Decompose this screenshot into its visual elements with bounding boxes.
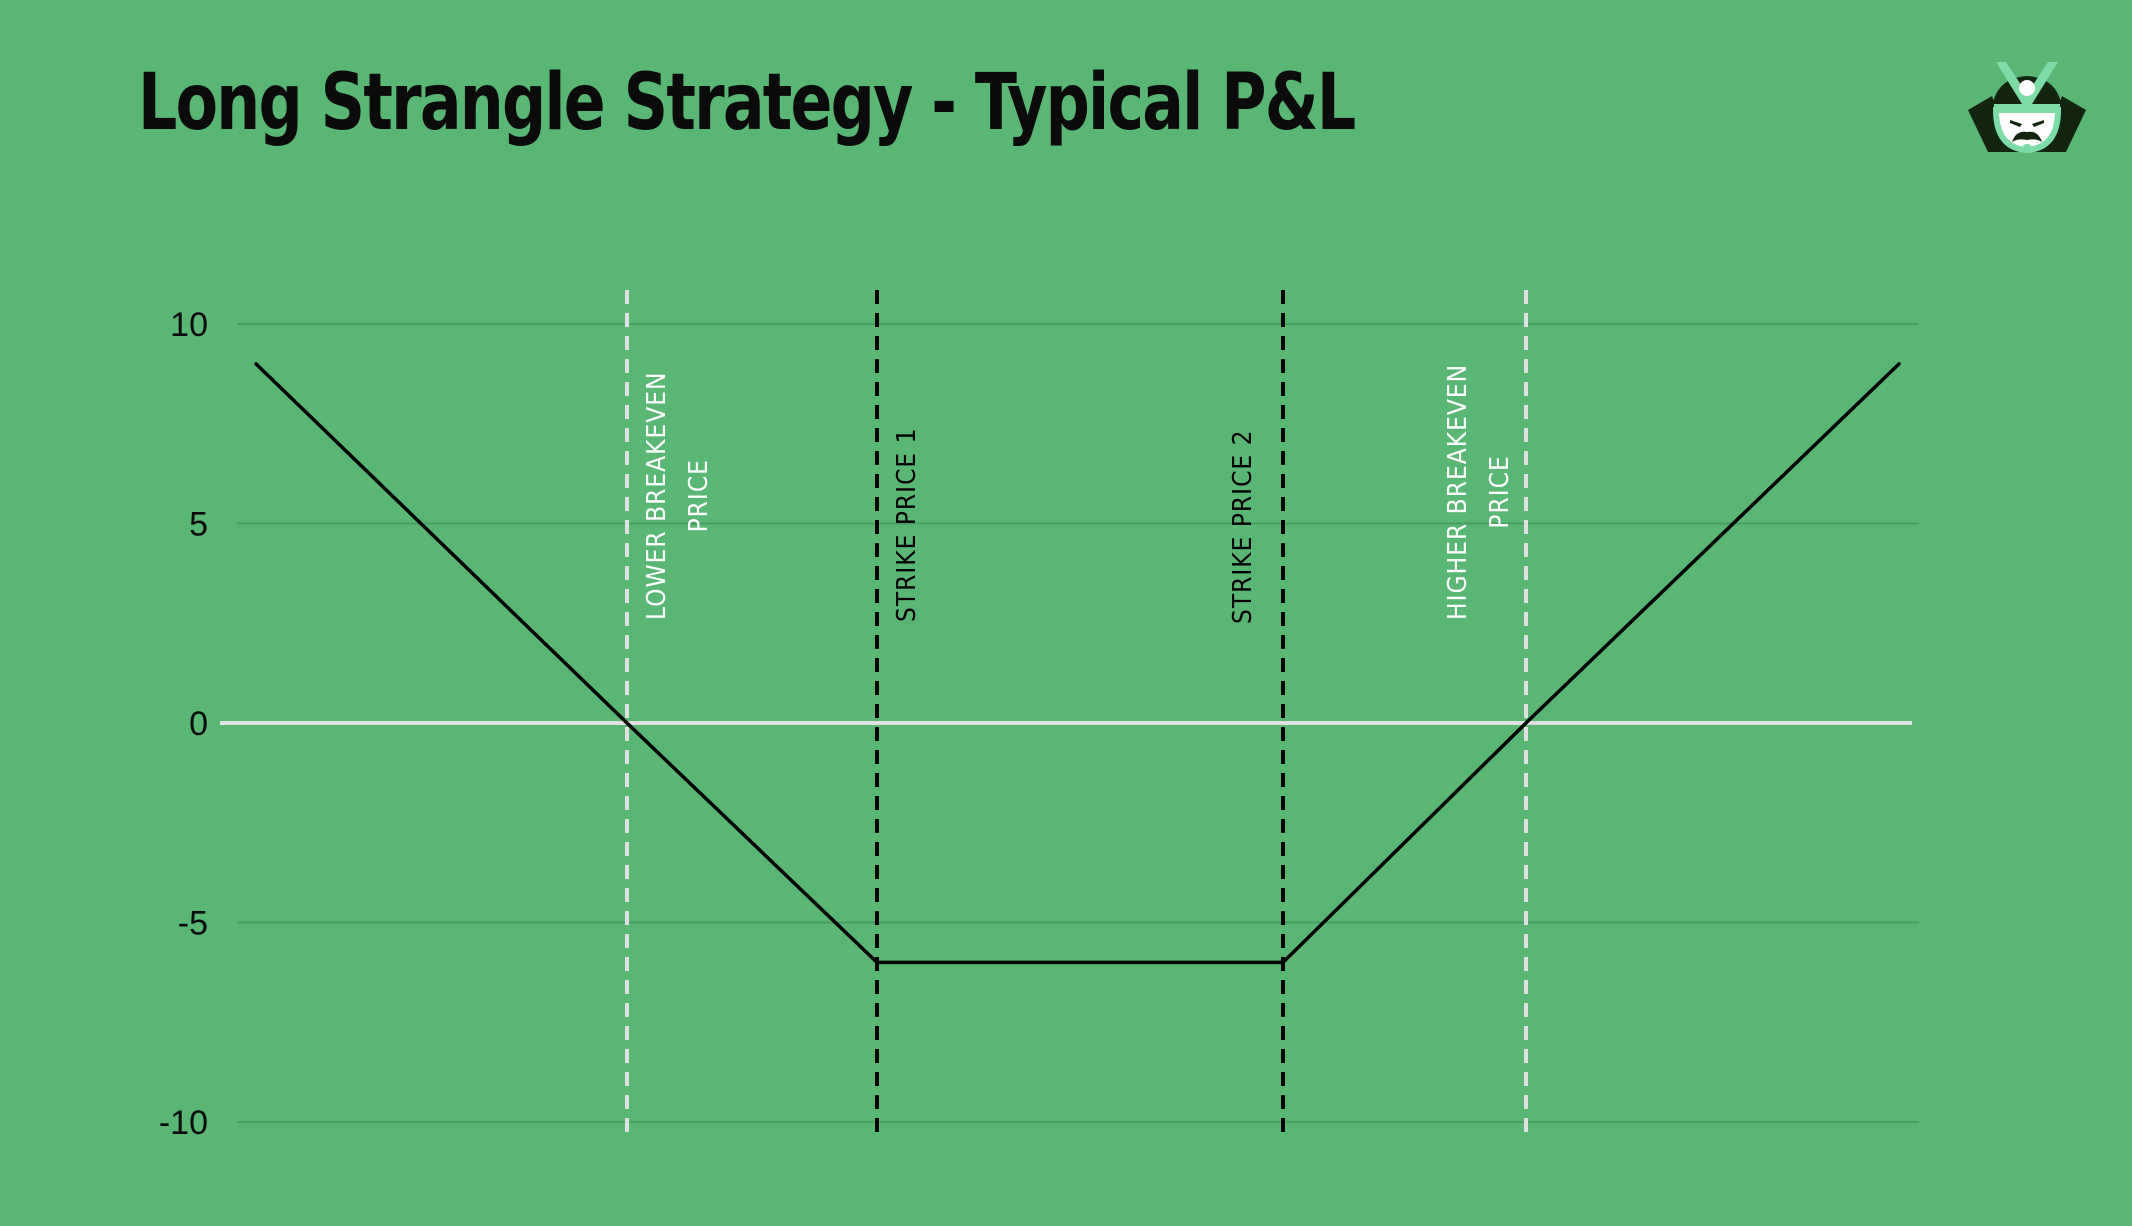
y-tick-label: -5	[178, 905, 208, 943]
y-axis-ticks: 10 5 0 -5 -10	[159, 306, 208, 1142]
marker-label-line2: PRICE	[1485, 455, 1515, 528]
samurai-helmet-icon	[1968, 62, 2086, 154]
marker-label: STRIKE PRICE 2	[1228, 430, 1258, 625]
payoff-line	[254, 362, 1901, 965]
chart-title: Long Strangle Strategy - Typical P&L	[138, 58, 1356, 148]
payoff-polyline	[254, 362, 1901, 965]
gridlines	[237, 323, 1919, 1123]
vertical-markers	[625, 290, 1528, 1134]
marker-label: LOWER BREAKEVEN PRICE	[642, 371, 714, 620]
marker-label: STRIKE PRICE 1	[892, 428, 922, 623]
marker-label-line1: STRIKE PRICE 1	[892, 428, 922, 623]
y-tick-label: 5	[189, 506, 208, 544]
marker-label-line1: HIGHER BREAKEVEN	[1443, 364, 1473, 620]
y-tick-label: 0	[189, 705, 208, 743]
marker-label-line1: STRIKE PRICE 2	[1228, 430, 1258, 625]
marker-label-line2: PRICE	[684, 459, 714, 532]
marker-label-line1: LOWER BREAKEVEN	[642, 371, 672, 620]
marker-label: HIGHER BREAKEVEN PRICE	[1443, 364, 1515, 620]
marker-labels: LOWER BREAKEVEN PRICE STRIKE PRICE 1 STRIKE…	[642, 364, 1515, 624]
y-tick-label: -10	[159, 1104, 208, 1142]
y-tick-label: 10	[170, 306, 208, 344]
